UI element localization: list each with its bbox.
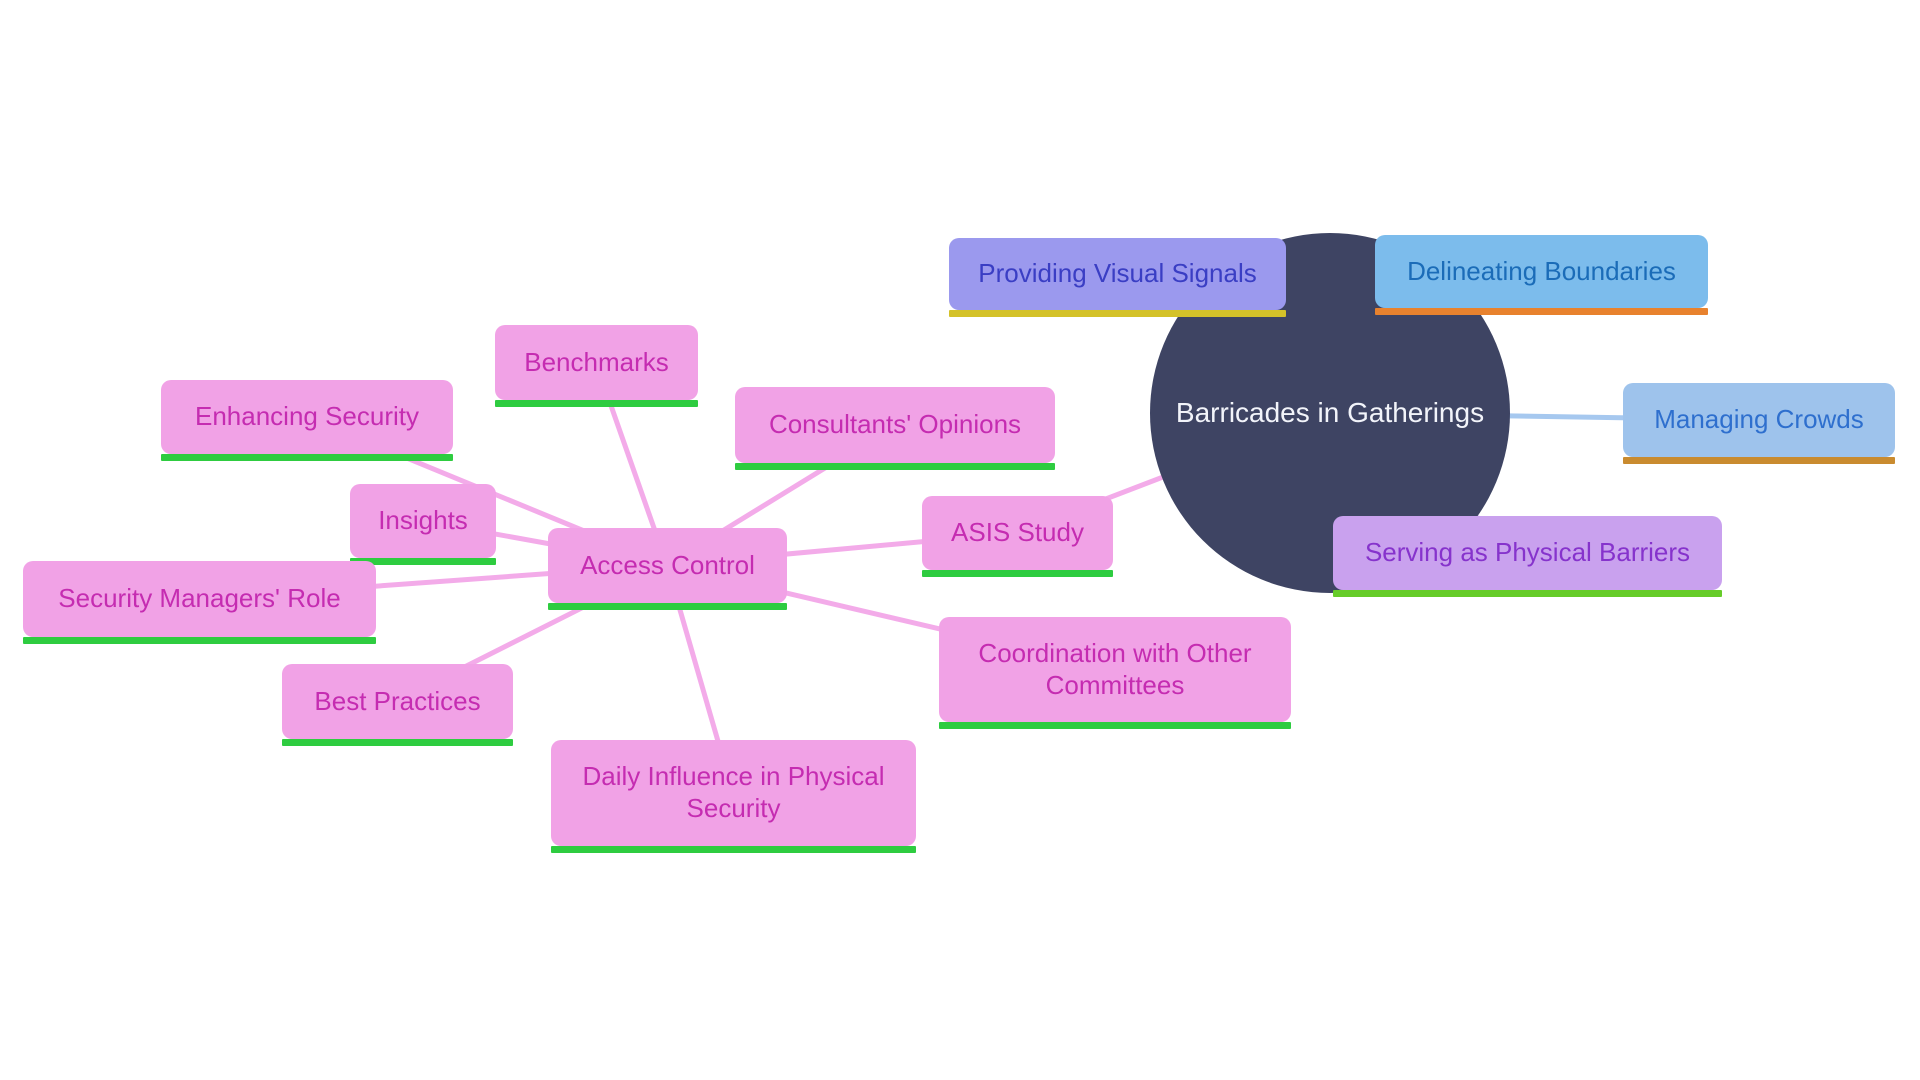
node-delineating-boundaries[interactable]: Delineating Boundaries [1375, 235, 1708, 315]
node-managing-crowds[interactable]: Managing Crowds [1623, 383, 1895, 464]
node-benchmarks[interactable]: Benchmarks [495, 325, 698, 407]
node-best-practices[interactable]: Best Practices [282, 664, 513, 746]
node-consultants-opinions[interactable]: Consultants' Opinions [735, 387, 1055, 470]
node-providing-visual-signals[interactable]: Providing Visual Signals [949, 238, 1286, 317]
node-daily-influence[interactable]: Daily Influence in Physical Security [551, 740, 916, 853]
node-asis-study[interactable]: ASIS Study [922, 496, 1113, 577]
node-coordination-committees[interactable]: Coordination with Other Committees [939, 617, 1291, 729]
node-security-managers-role[interactable]: Security Managers' Role [23, 561, 376, 644]
node-access-control[interactable]: Access Control [548, 528, 787, 610]
node-insights[interactable]: Insights [350, 484, 496, 565]
node-enhancing-security[interactable]: Enhancing Security [161, 380, 453, 461]
node-serving-as-physical-barriers[interactable]: Serving as Physical Barriers [1333, 516, 1722, 597]
